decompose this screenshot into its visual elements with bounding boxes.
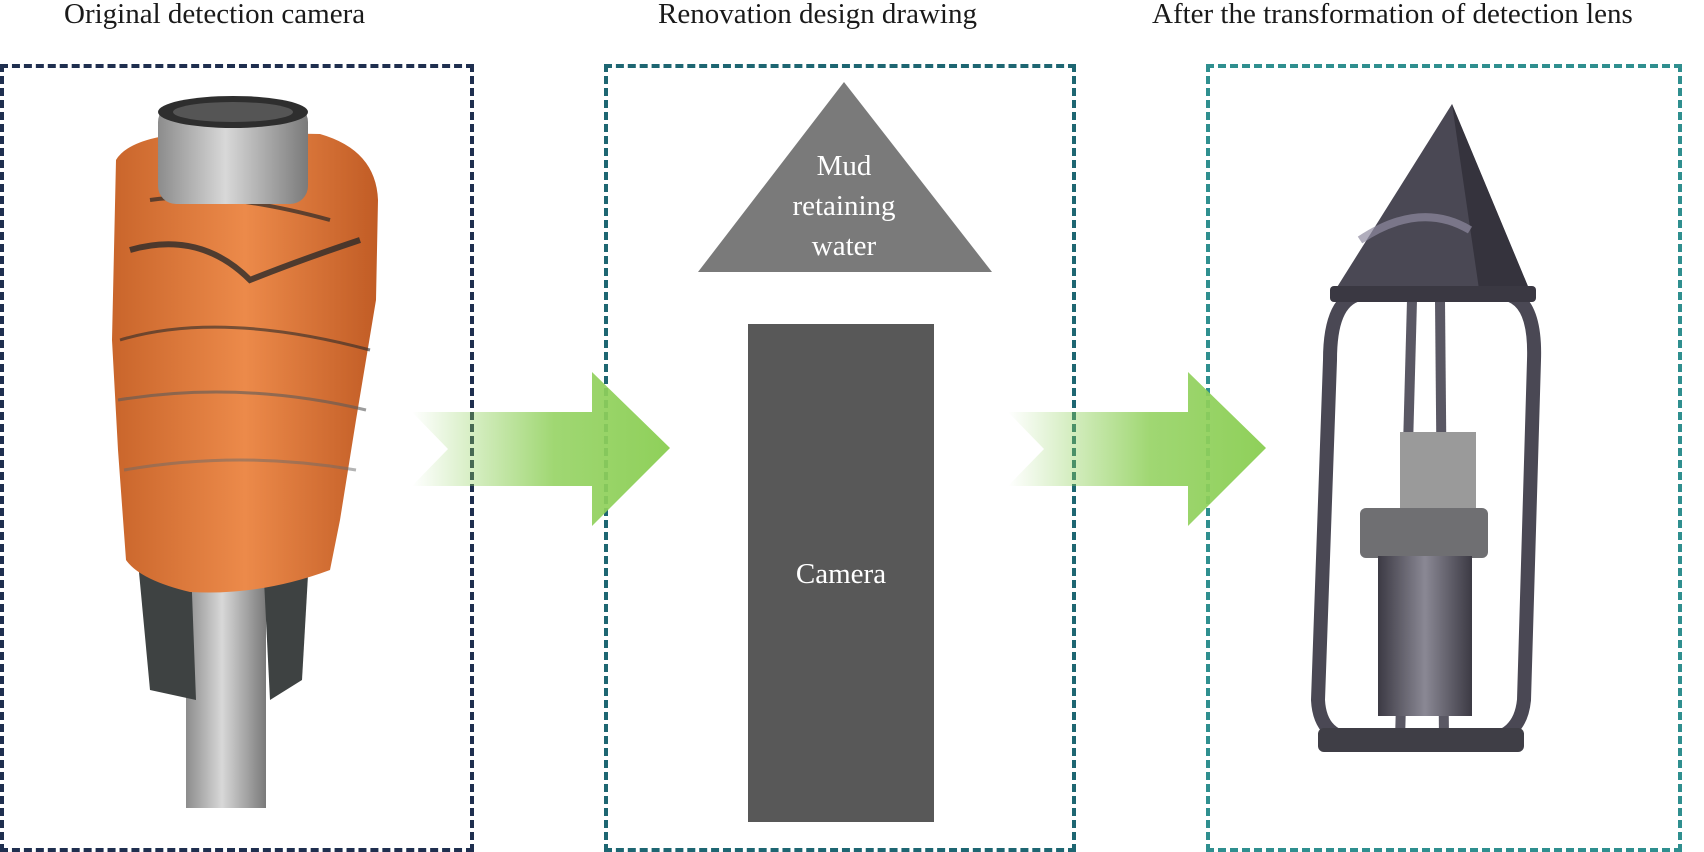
original-camera-photo [112,96,378,808]
mud-retaining-water-triangle [698,82,992,272]
title-design: Renovation design drawing [658,0,977,30]
title-original: Original detection camera [64,0,366,30]
arrow-right-icon-1 [412,372,670,526]
triangle-label: Mud retaining water [744,146,944,266]
triangle-label-line-1: Mud [816,150,872,182]
camera-box [748,324,934,822]
transformed-lens-photo [1310,104,1542,752]
camera-label: Camera [795,558,887,590]
arrow-right-icon-2 [1008,372,1266,526]
triangle-label-line-2: retaining [792,190,896,222]
title-after: After the transformation of detection le… [1152,0,1633,30]
triangle-label-line-3: water [811,230,877,262]
